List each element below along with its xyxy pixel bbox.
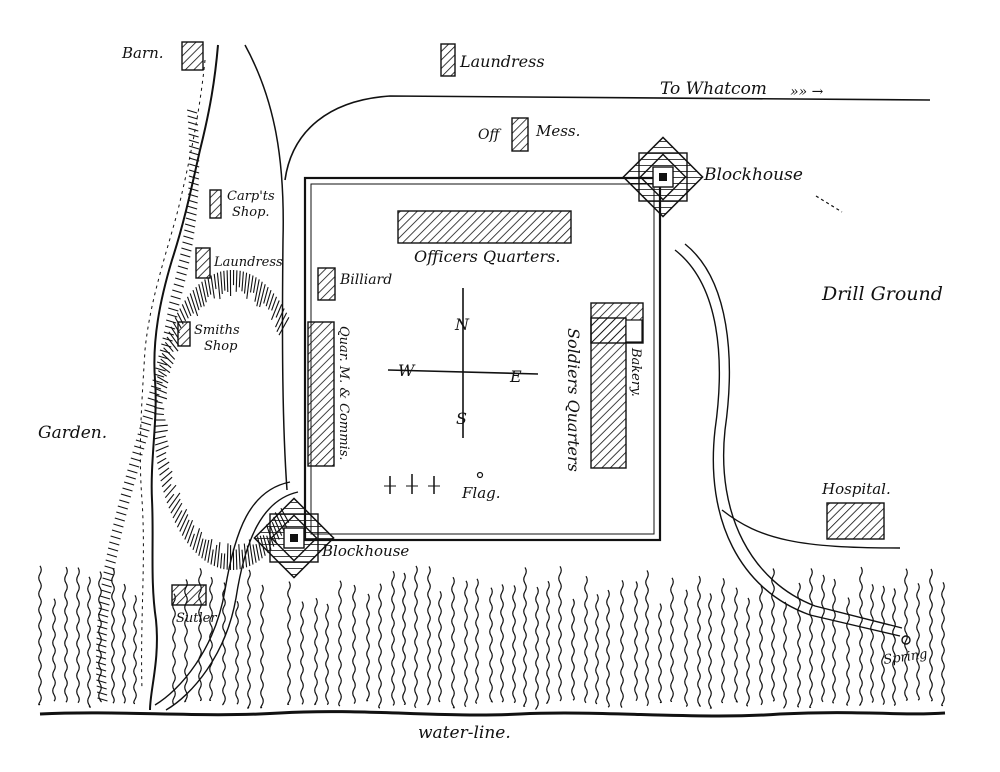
label-sutler: Sutler [176,611,217,626]
label-carpenters-shop-1: Carp'ts [227,189,275,204]
spring-marker [901,635,911,645]
label-off-mess: Off [478,127,501,143]
road-arrow: »» → [790,84,824,100]
label-blockhouse-sw: Blockhouse [321,542,409,560]
label-carpenters-shop-2: Shop. [232,205,270,220]
label-mess: Mess. [535,122,580,140]
shoreline-marsh [38,565,945,710]
road-to-whatcom: To Whatcom »» → [284,79,931,181]
officers-quarters-building [397,210,572,244]
label-blockhouse-ne: Blockhouse [703,165,803,185]
compass-north: N [454,315,470,334]
west-road [244,44,288,491]
stream [139,44,219,711]
buildings [171,41,885,606]
label-laundress-left: Laundress [213,255,283,270]
label-barn: Barn. [121,44,164,62]
label-quartermaster: Quar. M. & Commis. [336,326,351,461]
compass-east: E [509,367,522,386]
flagstaff [384,471,484,494]
direction-mark [815,195,843,213]
hospital-road [721,509,901,549]
water-line: water-line. [39,710,946,743]
laundress-building-top [440,43,456,77]
label-spring: Spring [882,647,928,668]
compass-rose: N S E W [387,288,539,438]
compass-west: W [398,361,416,380]
east-road [674,243,903,637]
label-garden: Garden. [38,423,107,443]
barn-building [181,41,204,71]
hospital-building [826,502,885,540]
label-hospital: Hospital. [821,480,891,498]
blockhouse-sw [253,497,335,579]
label-soldiers-quarters: Soldiers Quarters [564,328,583,472]
label-officers-quarters: Officers Quarters. [414,247,560,266]
quartermaster-building [307,321,335,467]
map-labels: Barn. Laundress Off Mess. Blockhouse Car… [38,44,943,668]
label-bakery: Bakery. [628,347,643,397]
sutler-building [171,584,207,606]
road-label: To Whatcom [660,79,767,99]
smiths-shop-building [177,321,191,347]
label-drill-ground: Drill Ground [821,283,943,305]
label-billiard: Billiard [339,272,392,288]
water-line-label: water-line. [418,723,511,743]
label-flag: Flag. [461,484,501,502]
mess-building [511,117,529,152]
laundress-building-left [195,247,211,279]
blockhouse-ne [622,136,704,218]
label-laundress-top: Laundress [459,52,545,71]
label-smiths-shop-2: Shop [204,339,238,354]
billiard-building [317,267,336,301]
carpenters-shop-building [209,189,222,219]
label-smiths-shop-1: Smiths [194,323,240,338]
compass-south: S [456,409,467,428]
